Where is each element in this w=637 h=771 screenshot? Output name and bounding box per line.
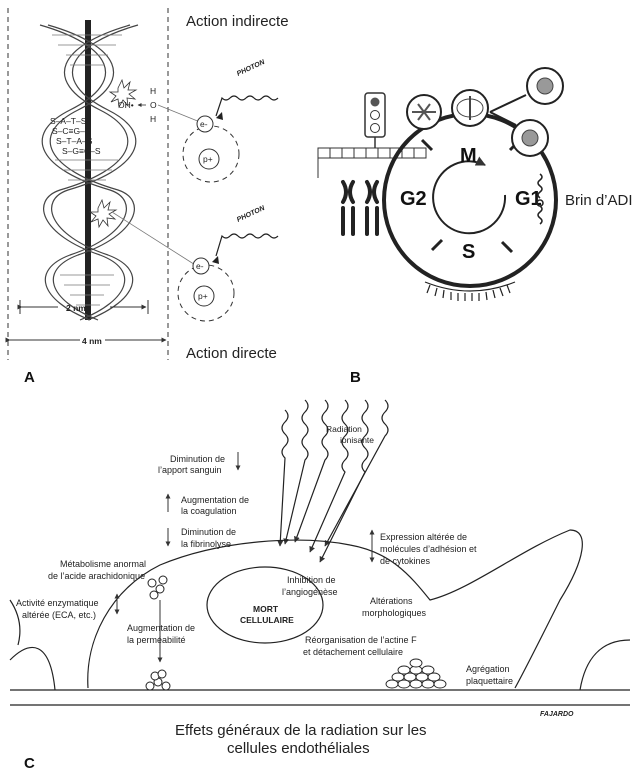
label-direct-action: Action directe <box>186 345 277 362</box>
panel-letter-a: A <box>24 369 35 386</box>
cell-death-line1: MORT <box>253 604 279 614</box>
electron-label: e- <box>200 119 208 129</box>
blood-supply-line2: l’apport sanguin <box>158 465 222 475</box>
dim-label-2nm: 2 nm <box>66 303 86 313</box>
adhesion-line1: Expression altérée de <box>380 532 467 542</box>
enzymatic-line2: altérée (ECA, etc.) <box>22 610 96 620</box>
coagulation-line2: la coagulation <box>181 506 237 516</box>
platelet-line2: plaquettaire <box>466 676 513 686</box>
cell-death-line2: CELLULAIRE <box>240 615 294 625</box>
fibrinolysis-line1: Diminution de <box>181 527 236 537</box>
actin-line1: Réorganisation de l’actine F <box>305 635 417 645</box>
dna-double-helix <box>39 24 139 321</box>
photon-wave-top <box>215 95 279 117</box>
dna-strand-label: Brin d’ADI <box>565 192 633 209</box>
dimension-2nm: 2 nm <box>17 300 149 314</box>
platelet-aggregate <box>385 658 447 689</box>
repair-comb-icon <box>424 281 516 301</box>
water-o: O <box>150 100 157 110</box>
daughter-cell-2 <box>511 119 549 157</box>
figure-c-title-line1: Effets généraux de la radiation sur les <box>175 722 427 739</box>
dna-damage-star-top <box>108 78 138 109</box>
morphology-line1: Altérations <box>370 596 413 606</box>
neighbor-cell-right <box>579 639 631 691</box>
dimension-4nm: 4 nm <box>5 336 167 346</box>
platelet-line1: Agrégation <box>466 664 510 674</box>
adhesion-line2: molécules d’adhésion et <box>380 544 477 554</box>
daughter-cell-1 <box>526 67 564 105</box>
vesicles-top <box>147 575 168 600</box>
chromosome-pair-icon <box>341 180 379 236</box>
radiation-label-line2: ionisante <box>340 435 374 445</box>
endothelial-cell-outline <box>87 529 583 689</box>
proton-label: p+ <box>198 291 208 301</box>
adhesion-line3: de cytokines <box>380 556 431 566</box>
panel-letter-b: B <box>350 369 361 386</box>
base-pair-label: S–G≡C–S <box>62 146 101 156</box>
hydroxyl-radical: OH• <box>118 100 134 110</box>
photon-wave-bottom <box>215 233 279 257</box>
photon-arrow-bottom <box>212 256 219 264</box>
traffic-light-icon <box>364 92 386 148</box>
morphology-line2: morphologiques <box>362 608 427 618</box>
blood-supply-line1: Diminution de <box>170 454 225 464</box>
indirect-path-line <box>157 104 201 123</box>
actin-line2: et détachement cellulaire <box>303 647 403 657</box>
panel-letter-c: C <box>24 755 35 771</box>
checkpoint-bar <box>317 147 427 178</box>
dna-strand-icon <box>536 173 544 225</box>
proton-label: p+ <box>203 154 213 164</box>
panel-b: M G2 G1 S <box>317 67 633 386</box>
phase-g2: G2 <box>400 188 427 210</box>
photon-label-bottom: PHOTON <box>236 204 267 223</box>
mitosis-link-up <box>489 94 527 113</box>
neighbor-cell-left-small <box>9 599 21 646</box>
radiation-label-line1: Radiation <box>326 424 362 434</box>
base-pair-label: S–A–T–S <box>50 116 87 126</box>
phase-g1: G1 <box>515 188 542 210</box>
electron-label: e- <box>196 261 204 271</box>
artist-signature: FAJARDO <box>540 711 574 718</box>
mitosis-cell-1 <box>406 94 442 130</box>
atom-bottom: p+ e- <box>177 257 235 322</box>
dna-damage-star-bottom <box>88 198 118 229</box>
panel-a: S–A–T–S S–C≡G–S S–T–A–S S–G≡C–S H OH• O … <box>5 8 289 386</box>
figure-c-title-line2: cellules endothéliales <box>227 740 370 757</box>
permeability-line2: la perméabilité <box>127 635 186 645</box>
enzymatic-line1: Activité enzymatique <box>16 598 99 608</box>
vesicles-bottom <box>145 669 171 691</box>
water-h-bottom: H <box>150 114 156 124</box>
phase-s: S <box>462 241 475 263</box>
nucleus <box>206 566 324 644</box>
panel-c: Radiation ionisante <box>9 399 631 771</box>
base-pair-label: S–C≡G–S <box>52 126 91 136</box>
dna-rungs <box>52 34 122 306</box>
fibrinolysis-line2: la fibrinolyse <box>181 539 231 549</box>
arachidonic-line2: de l’acide arachidonique <box>48 571 145 581</box>
cell-cycle-inner-arrow <box>432 156 507 235</box>
angiogenesis-line1: Inhibition de <box>287 575 336 585</box>
arachidonic-line1: Métabolisme anormal <box>60 559 146 569</box>
photon-label-top: PHOTON <box>236 58 267 77</box>
phase-m: M <box>460 145 477 167</box>
mitosis-link-down <box>489 111 517 126</box>
neighbor-cell-left <box>9 646 56 691</box>
label-indirect-action: Action indirecte <box>186 13 289 30</box>
dim-label-4nm: 4 nm <box>82 336 102 346</box>
base-pair-label: S–T–A–S <box>56 136 93 146</box>
water-h-top: H <box>150 86 156 96</box>
atom-top: p+ e- <box>182 115 240 183</box>
radiation-waves <box>277 399 389 563</box>
permeability-line1: Augmentation de <box>127 623 195 633</box>
direct-path-line <box>111 211 201 269</box>
coagulation-line1: Augmentation de <box>181 495 249 505</box>
photon-arrow-top <box>216 112 223 120</box>
angiogenesis-line2: l’angiogénèse <box>282 587 338 597</box>
mitosis-cell-2 <box>451 89 489 127</box>
